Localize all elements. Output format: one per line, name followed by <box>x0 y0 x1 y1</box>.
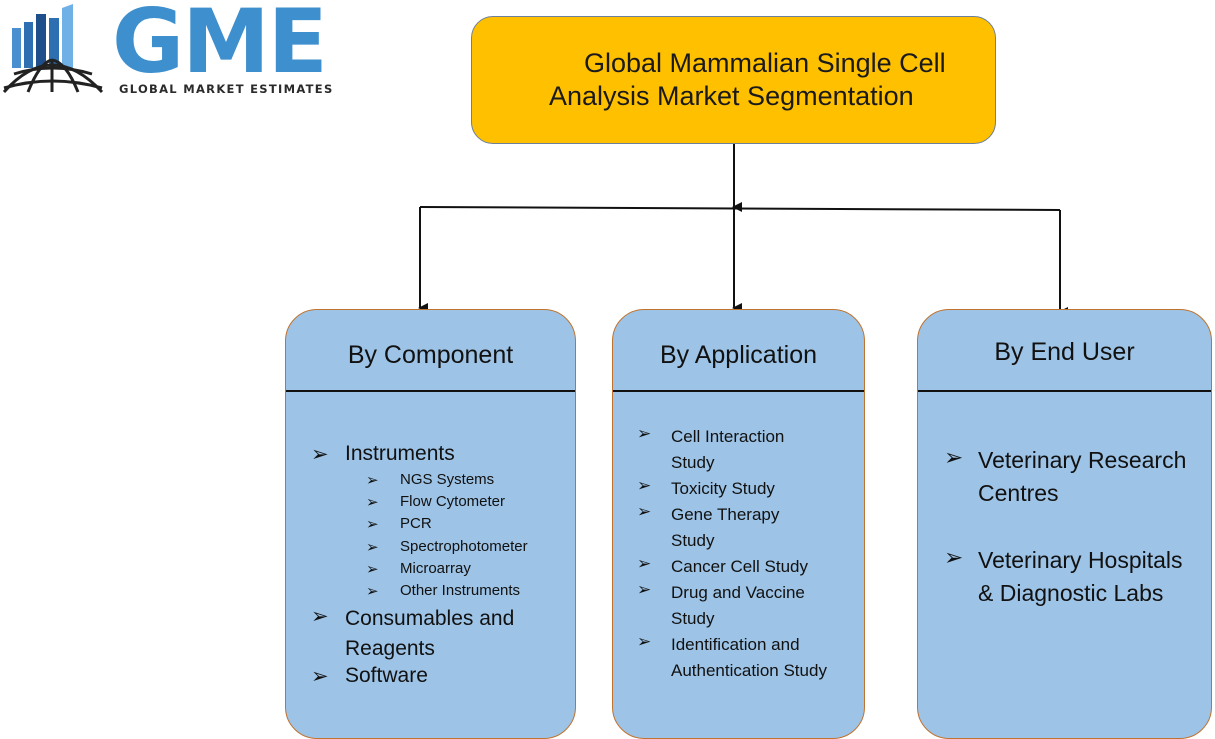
arrowhead-bullet-icon: ➢ <box>311 605 329 628</box>
arrowhead-bullet-icon: ➢ <box>637 424 652 443</box>
connector-horizontal <box>419 206 1061 211</box>
category-heading: By Application <box>613 310 864 392</box>
arrowhead-bullet-icon: ➢ <box>944 444 964 470</box>
gme-logo: GME GLOBAL MARKET ESTIMATES <box>0 0 380 100</box>
arrowhead-bullet-icon: ➢ <box>366 583 379 600</box>
arrowhead-bullet-icon: ➢ <box>637 502 652 521</box>
arrowhead-bullet-icon: ➢ <box>366 494 379 511</box>
category-box-end-user: By End User ➢ Veterinary Research Centre… <box>917 309 1212 739</box>
arrowhead-bullet-icon: ➢ <box>366 539 379 556</box>
category-heading: By Component <box>286 310 575 392</box>
list-item: ➢ Consumables and Reagents <box>311 605 515 660</box>
arrowhead-bullet-icon: ➢ <box>366 516 379 533</box>
title-line-2: Analysis Market Segmentation <box>549 81 914 111</box>
arrowhead-bullet-icon: ➢ <box>637 632 652 651</box>
arrowhead-bullet-icon: ➢ <box>944 544 964 570</box>
arrowhead-bullet-icon: ➢ <box>637 554 652 573</box>
globe-bars-icon <box>2 4 104 94</box>
category-box-application: By Application ➢ Cell Interaction Study … <box>612 309 865 739</box>
arrowhead-bullet-icon: ➢ <box>311 665 329 688</box>
title-box: Global Mammalian Single Cell Analysis Ma… <box>471 16 996 144</box>
arrowhead-bullet-icon: ➢ <box>366 561 379 578</box>
arrowhead-bullet-icon: ➢ <box>637 580 652 599</box>
arrowhead-bullet-icon: ➢ <box>637 476 652 495</box>
arrowhead-bullet-icon: ➢ <box>311 443 329 466</box>
arrowhead-bullet-icon: ➢ <box>366 472 379 489</box>
logo-wordmark: GME <box>112 0 328 93</box>
logo-tagline: GLOBAL MARKET ESTIMATES <box>119 82 334 96</box>
title-line-1: Global Mammalian Single Cell <box>584 48 946 78</box>
category-box-component: By Component ➢ Instruments ➢ NGS Systems… <box>285 309 576 739</box>
category-heading: By End User <box>918 310 1211 392</box>
